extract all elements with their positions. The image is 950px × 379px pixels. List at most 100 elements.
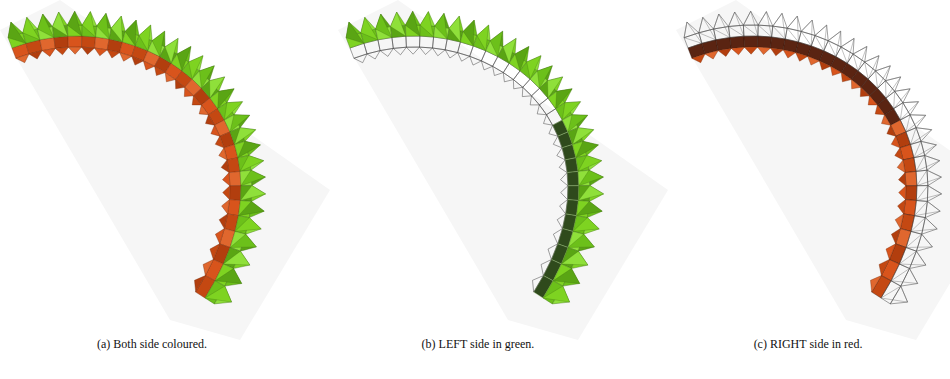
mesh-face [865, 56, 879, 71]
mesh-face [223, 173, 230, 186]
mesh-face [55, 47, 68, 55]
mesh-face [815, 25, 828, 41]
mesh-face [729, 12, 744, 36]
mesh-face [906, 234, 932, 247]
mesh-face [911, 216, 925, 235]
mesh-face [203, 260, 213, 276]
mesh-face [895, 214, 903, 229]
mesh-face [557, 214, 565, 229]
mesh-face [238, 141, 261, 157]
mesh-face [914, 141, 937, 157]
mesh-face [548, 244, 558, 260]
mesh-face [235, 218, 261, 232]
mesh-face [853, 47, 867, 63]
mesh-face [125, 20, 136, 46]
mesh-face [576, 141, 599, 157]
mesh-face [915, 201, 941, 215]
mesh-face [879, 260, 889, 276]
caption: (c) RIGHT side in red. [754, 337, 863, 352]
mesh-face [67, 11, 82, 36]
mesh-face [95, 37, 110, 50]
mesh-face [406, 47, 419, 54]
mesh-face [904, 200, 917, 216]
mesh-panel [676, 0, 950, 340]
mesh-face [771, 48, 784, 56]
mesh-face [860, 87, 869, 96]
mesh-face [906, 186, 917, 201]
mesh-face [730, 36, 745, 48]
mesh-face [851, 80, 860, 89]
caption: (b) LEFT side in green. [422, 337, 535, 352]
mesh-face [568, 186, 579, 201]
mesh-face [744, 47, 757, 54]
mesh-face [831, 66, 842, 75]
mesh-face [925, 156, 940, 171]
mesh-face [392, 36, 407, 48]
mesh-face [205, 286, 232, 302]
mesh-face [894, 103, 910, 120]
mesh-face [513, 80, 522, 89]
shadow [0, 0, 330, 340]
mesh-panel [0, 0, 330, 340]
mesh-face [199, 105, 208, 115]
mesh-face [23, 17, 40, 40]
shadow [676, 0, 950, 340]
mesh-face [894, 89, 910, 109]
mesh-face [561, 251, 588, 265]
mesh-face [927, 186, 941, 202]
mesh-face [433, 37, 448, 50]
mesh-face [367, 51, 380, 59]
mesh-face [192, 96, 201, 105]
mesh-face [53, 12, 68, 36]
mesh-face [445, 50, 457, 58]
mesh-face [215, 269, 242, 284]
mesh-face [230, 186, 241, 201]
mesh-face [705, 51, 718, 59]
mesh-face [910, 251, 926, 268]
mesh-face [865, 56, 879, 79]
mesh-face [886, 77, 901, 98]
mesh-face [228, 200, 241, 216]
mesh-face [787, 16, 798, 42]
mesh-face [16, 54, 29, 63]
mesh-face [222, 200, 230, 214]
mesh-face [891, 136, 900, 148]
mesh-face [743, 11, 758, 36]
mesh-face [801, 20, 812, 46]
mesh-face [910, 115, 926, 128]
mesh-face [798, 31, 815, 46]
mesh-face [111, 16, 122, 42]
mesh-face [97, 13, 109, 39]
mesh-face [82, 36, 96, 48]
mesh-face [841, 73, 851, 82]
mesh-face [132, 56, 144, 65]
mesh-face [239, 201, 265, 215]
mesh-panel [338, 0, 668, 340]
mesh-face [210, 244, 220, 260]
mesh-face [230, 234, 256, 247]
mesh-face [847, 54, 865, 71]
mesh-face [899, 251, 926, 265]
mesh-face [773, 13, 785, 39]
mesh-face [853, 47, 867, 71]
mesh-face [729, 12, 744, 27]
mesh-face [911, 218, 937, 232]
mesh-face [871, 276, 882, 293]
mesh-face [503, 73, 513, 82]
mesh-face [68, 47, 81, 54]
mesh-face [796, 53, 808, 62]
mesh-face [211, 125, 220, 136]
mesh-face [916, 156, 940, 172]
mesh-face [901, 269, 918, 287]
mesh-face [139, 25, 151, 51]
mesh-face [553, 269, 580, 284]
mesh-face [714, 14, 730, 38]
mesh-face [922, 218, 938, 235]
mesh-face [206, 115, 215, 126]
mesh-face [405, 11, 420, 36]
mesh-face [195, 276, 206, 293]
mesh-face [881, 286, 908, 302]
caption: (a) Both side coloured. [97, 337, 207, 352]
mesh-face [481, 61, 492, 70]
